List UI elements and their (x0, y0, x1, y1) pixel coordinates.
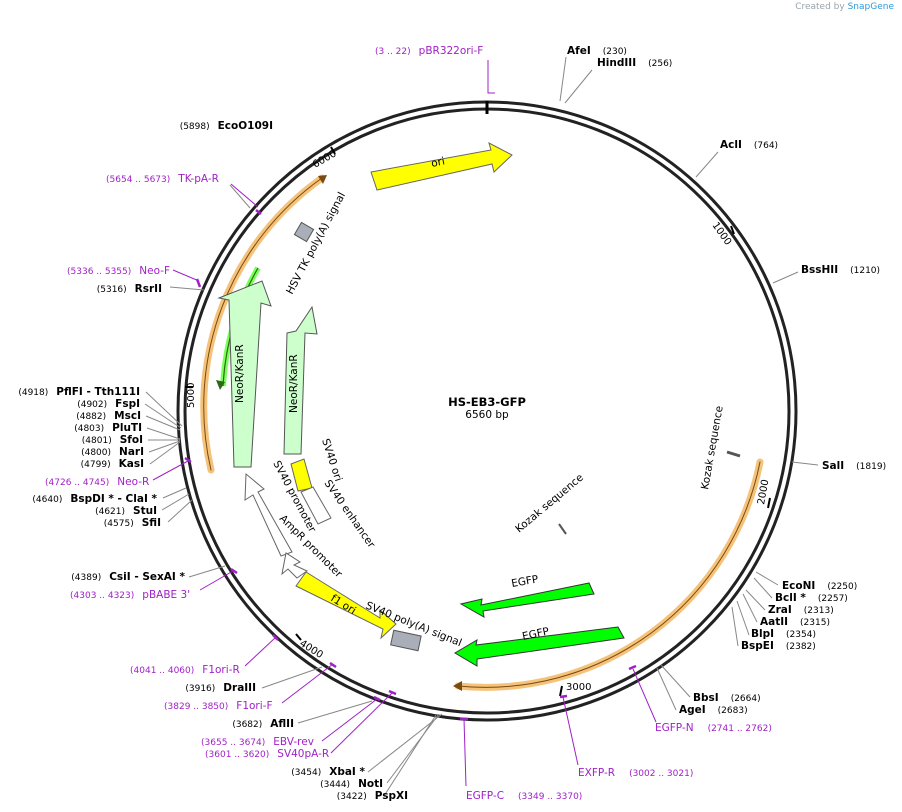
hsv-tk-polya-label: HSV TK poly(A) signal (284, 190, 348, 296)
enzyme-csii-sexai[interactable]: (4389)CsiI - SexAI * (71, 571, 185, 583)
primer-tk-pa-r[interactable]: (5654 .. 5673)TK-pA-R (106, 173, 219, 185)
primer-marks (184, 209, 637, 721)
ampr-promoter-feature (281, 552, 308, 579)
enzyme-sfii[interactable]: (4575)SfiI (104, 517, 161, 529)
neor-inner-feature (283, 305, 318, 455)
enzyme-econi[interactable]: EcoNI(2250) (782, 580, 857, 592)
enzyme-acli[interactable]: AclI(764) (720, 139, 778, 151)
orf-arrow-1 (453, 681, 462, 691)
ori-label: ori (430, 155, 446, 170)
enzyme-aatii[interactable]: AatII(2315) (760, 616, 830, 628)
neor-outer-feature (217, 280, 272, 468)
primer-f1ori-f[interactable]: (3829 .. 3850)F1ori-F (164, 700, 273, 712)
enzyme-kasi[interactable]: (4799)KasI (81, 458, 144, 470)
enzyme-bsshii[interactable]: BssHII(1210) (801, 264, 880, 276)
primer-neo-r[interactable]: (4726 .. 4745)Neo-R (45, 476, 149, 488)
snapgene-credit: Created by SnapGene (795, 2, 894, 12)
enzyme-ecoo109i[interactable]: (5898)EcoO109I (180, 120, 273, 132)
sv40-enhancer-feature (300, 486, 332, 525)
enzyme-stui[interactable]: (4621)StuI (95, 505, 157, 517)
enzyme-bspei[interactable]: BspEI(2382) (741, 640, 816, 652)
tick-6000: 6000 (311, 148, 339, 170)
enzyme-pspxi[interactable]: (3422)PspXI (337, 790, 408, 802)
sv40-ori-label: SV40 ori (319, 437, 344, 483)
tick-3000: 3000 (566, 682, 591, 693)
primer-f1ori-r[interactable]: (4041 .. 4060)F1ori-R (130, 664, 240, 676)
egfp-2-feature (454, 626, 625, 667)
enzyme-bcli[interactable]: BclI *(2257) (775, 592, 848, 604)
enzyme-draiii[interactable]: (3916)DraIII (185, 682, 256, 694)
snapgene-logo: SnapGene (847, 2, 894, 12)
kozak-1-label: Kozak sequence (699, 405, 726, 491)
tick-2000: 2000 (756, 479, 771, 506)
enzyme-pflfi-tth111i[interactable]: (4918)PflFI - Tth111I (18, 386, 140, 398)
ori-feature (370, 142, 513, 191)
enzyme-agei[interactable]: AgeI(2683) (679, 704, 748, 716)
enzyme-afei[interactable]: AfeI(230) (567, 45, 627, 57)
primer-leaders (152, 60, 657, 787)
ring-ticks (185, 146, 771, 697)
egfp-1-feature (459, 582, 595, 618)
enzyme-pluti[interactable]: (4803)PluTI (74, 422, 142, 434)
enzyme-hindiii[interactable]: HindIII(256) (597, 57, 672, 69)
primer-neo-f[interactable]: (5336 .. 5355)Neo-F (67, 265, 170, 277)
sv40-polya-box (390, 629, 422, 652)
sv40-enhancer-label: SV40 enhancer (322, 478, 378, 551)
kozak-2-label: Kozak sequence (513, 472, 586, 536)
egfp-2-label: EGFP (521, 626, 550, 643)
egfp-1-label: EGFP (510, 573, 539, 590)
kozak-1-mark (726, 450, 741, 458)
neo-orf-arrow (216, 380, 225, 390)
neor-outer-label: NeoR/KanR (234, 344, 246, 403)
enzyme-bbsi[interactable]: BbsI(2664) (693, 692, 761, 704)
enzyme-aflii[interactable]: (3682)AflII (232, 718, 294, 730)
sv40-promoter-feature (244, 472, 293, 557)
plasmid-name: HS-EB3-GFP (448, 395, 526, 409)
enzyme-fspi[interactable]: (4902)FspI (77, 398, 140, 410)
tick-5000: 5000 (186, 383, 197, 408)
enzyme-rsrii[interactable]: (5316)RsrII (97, 283, 162, 295)
f1-ori-feature (295, 571, 397, 640)
enzyme-xbai[interactable]: (3454)XbaI * (291, 766, 365, 778)
primer-ebv-rev[interactable]: (3655 .. 3674)EBV-rev (201, 736, 314, 748)
orf-arrow-2 (318, 175, 327, 184)
kozak-2-mark (558, 523, 567, 535)
primer-sv40pa-r[interactable]: (3601 .. 3620)SV40pA-R (205, 748, 329, 760)
enzyme-bspdi-clai[interactable]: (4640)BspDI * - ClaI * (32, 493, 157, 505)
primer-egfp-c[interactable]: EGFP-C(3349 .. 3370) (466, 790, 582, 802)
hsv-tk-polya-box (293, 221, 315, 243)
tick-1000: 1000 (710, 220, 734, 247)
enzyme-leaders (144, 56, 819, 797)
primer-egfp-n[interactable]: EGFP-N(2741 .. 2762) (655, 722, 772, 734)
primer-exfp-r[interactable]: EXFP-R(3002 .. 3021) (578, 767, 693, 779)
enzyme-zrai[interactable]: ZraI(2313) (768, 604, 834, 616)
enzyme-msci[interactable]: (4882)MscI (76, 410, 141, 422)
enzyme-noti[interactable]: (3444)NotI (320, 778, 383, 790)
enzyme-blpi[interactable]: BlpI(2354) (751, 628, 816, 640)
orf-arcs (200, 174, 764, 691)
plasmid-size: 6560 bp (465, 409, 509, 421)
enzyme-sali[interactable]: SalI(1819) (822, 460, 886, 472)
enzyme-nari[interactable]: (4800)NarI (81, 446, 144, 458)
primer-pbr322ori-f[interactable]: (3 .. 22)pBR322ori-F (375, 45, 483, 57)
neor-inner-label: NeoR/KanR (288, 354, 300, 413)
primer-pbabe-3[interactable]: (4303 .. 4323)pBABE 3' (70, 589, 190, 601)
enzyme-sfoi[interactable]: (4801)SfoI (82, 434, 143, 446)
